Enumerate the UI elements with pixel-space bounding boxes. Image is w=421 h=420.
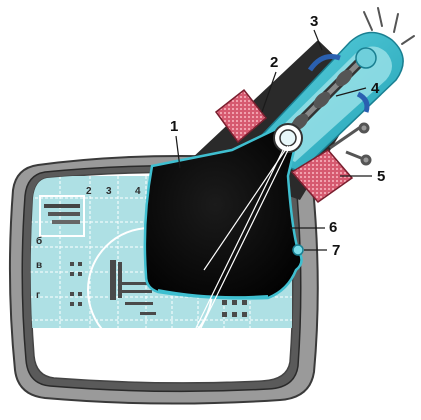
callout-labels: 1 2 3 4 5 6 7 [170, 13, 385, 259]
tube-bulb [143, 123, 304, 329]
callout-label-7: 7 [332, 242, 340, 259]
callout-line-1 [175, 135, 181, 169]
neck-throat-inner [279, 129, 297, 147]
corner-square [39, 195, 85, 237]
anode-cap [292, 244, 304, 256]
bulb-funnel [143, 126, 303, 300]
grid-row-label-3: г [36, 290, 40, 301]
callout-line-4 [335, 87, 367, 97]
grid-row-label-1: б [36, 235, 42, 247]
electron-beam [195, 145, 291, 329]
ion-trap [307, 54, 341, 72]
deflection-coils [214, 88, 372, 204]
tube-pins [363, 7, 415, 45]
callout-label-1: 1 [170, 118, 178, 135]
callout-label-5: 5 [377, 168, 385, 185]
grid-row-label-2: в [36, 260, 42, 271]
callout-line-3 [313, 29, 323, 51]
callout-label-2: 2 [270, 54, 278, 71]
callouts [175, 29, 372, 251]
callout-label-3: 3 [310, 13, 318, 30]
callout-label-6: 6 [329, 219, 337, 236]
callout-line-2 [261, 71, 277, 113]
deflection-coil-lower [290, 149, 354, 204]
mounting-bracket [329, 122, 372, 166]
focusing-ring [356, 91, 370, 113]
corner-wedge [44, 204, 80, 224]
deflection-coil-upper [214, 88, 268, 144]
grid-col-label-3: 4 [135, 186, 141, 197]
callout-label-4: 4 [371, 80, 380, 97]
grid-col-label-1: 2 [86, 186, 92, 197]
grid-col-label-2: 3 [106, 186, 112, 197]
